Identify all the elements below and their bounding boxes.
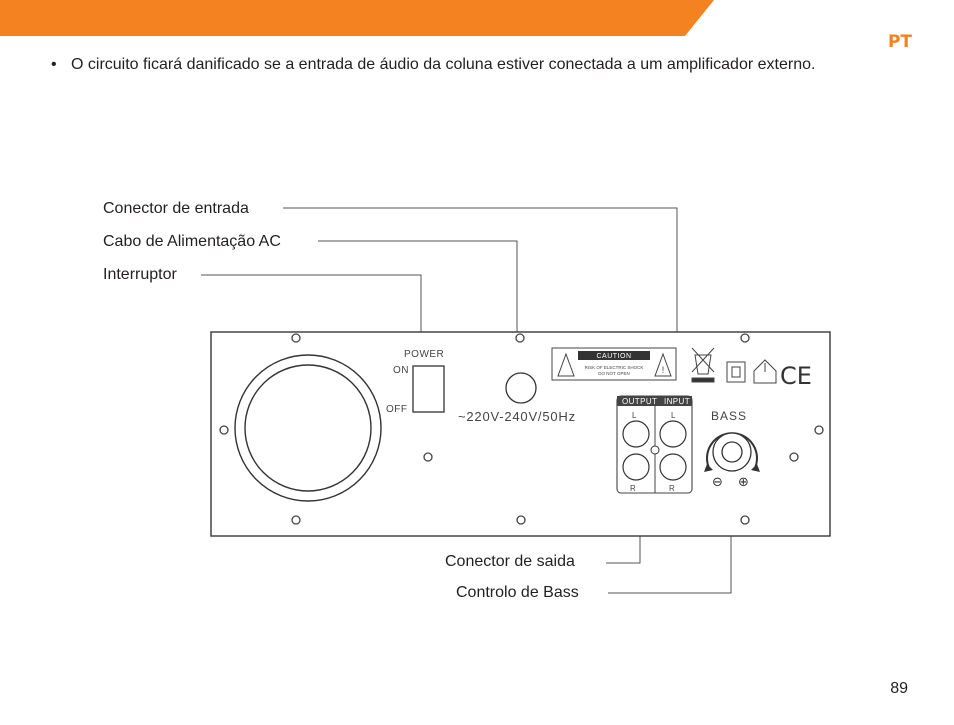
callout-ac-cable: Cabo de Alimentação AC (103, 233, 281, 250)
screw-4 (219, 425, 229, 435)
callout-input-connector: Conector de entrada (103, 200, 249, 217)
caution-title: CAUTION (597, 353, 632, 360)
screw-2 (515, 333, 525, 343)
caution-line-2: DO NOT OPEN (598, 371, 629, 376)
on-label: ON (393, 365, 409, 376)
input-right-label: R (669, 484, 675, 493)
screw-1 (291, 333, 301, 343)
screw-3 (740, 333, 750, 343)
output-left-label: L (632, 411, 637, 420)
input-right-jack (659, 453, 687, 481)
power-label: POWER (404, 349, 444, 360)
language-code: PT (887, 32, 912, 52)
page-number: 89 (890, 680, 908, 697)
input-label: INPUT (664, 397, 690, 406)
bass-plus: ⊕ (738, 475, 749, 490)
output-label: OUTPUT (622, 397, 657, 406)
output-left-jack (622, 420, 650, 448)
input-left-jack (659, 420, 687, 448)
warning-text: O circuito ficará danificado se a entrad… (71, 56, 816, 73)
speaker-port (234, 354, 382, 502)
screw-5 (423, 452, 433, 462)
panel-body: POWER ON OFF ~220V-240V/50Hz CAUTION RIS… (210, 331, 831, 537)
off-label: OFF (386, 404, 408, 415)
voltage-label: ~220V-240V/50Hz (458, 409, 576, 424)
screw-7 (814, 425, 824, 435)
screw-6 (789, 452, 799, 462)
caution-line-1: RISK OF ELECTRIC SHOCK (585, 365, 644, 370)
callout-bass-control: Controlo de Bass (456, 584, 579, 601)
power-switch (412, 365, 445, 413)
caution-label: CAUTION RISK OF ELECTRIC SHOCK DO NOT OP… (551, 347, 677, 381)
screw-10 (740, 515, 750, 525)
header-banner (0, 0, 714, 36)
output-right-label: R (630, 484, 636, 493)
bass-minus: ⊖ (712, 475, 723, 490)
indoor-use-icon (753, 359, 777, 384)
output-right-jack (622, 453, 650, 481)
warning-note: • O circuito ficará danificado se a entr… (51, 54, 911, 76)
screw-9 (516, 515, 526, 525)
callout-output-connector: Conector de saida (445, 553, 575, 570)
ce-mark: CE (780, 362, 812, 390)
callout-switch: Interruptor (103, 266, 177, 283)
bass-knob: BASS ⊖ ⊕ (704, 409, 760, 490)
audio-jack-block: OUTPUT INPUT L L R R (616, 395, 693, 494)
screw-8 (291, 515, 301, 525)
svg-text:!: ! (662, 365, 665, 375)
bullet-marker: • (51, 56, 57, 73)
ground-screw (650, 445, 660, 455)
ac-socket (505, 372, 537, 404)
double-insulation-icon (726, 361, 746, 383)
input-left-label: L (671, 411, 676, 420)
leader-line-ac (318, 240, 518, 340)
bass-label: BASS (711, 409, 747, 423)
weee-bin-icon (691, 347, 715, 383)
